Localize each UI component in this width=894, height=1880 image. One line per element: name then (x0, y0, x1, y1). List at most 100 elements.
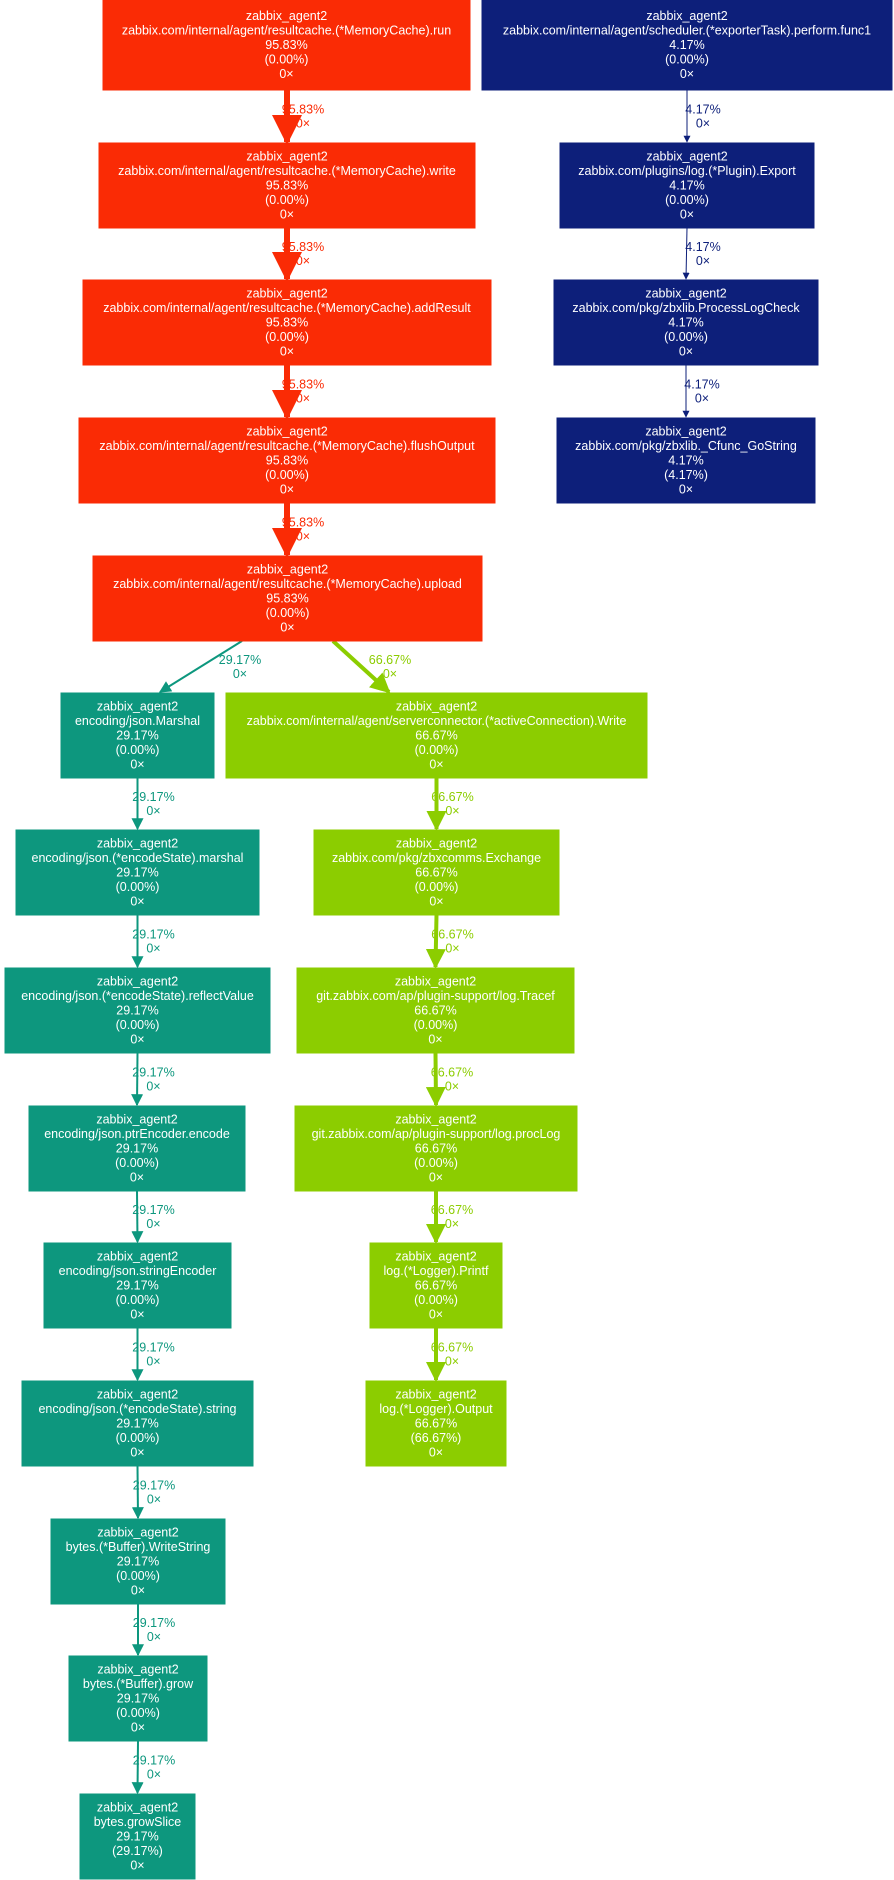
function-node-box (78, 417, 496, 504)
function-node[interactable]: zabbix_agent2zabbix.com/plugins/log.(*Pl… (559, 142, 815, 229)
edge-percent-label: 29.17% (133, 1616, 175, 1630)
function-node[interactable]: zabbix_agent2bytes.(*Buffer).grow29.17%(… (68, 1655, 208, 1742)
call-edge: 29.17%0× (131, 1465, 175, 1520)
function-node[interactable]: zabbix_agent2encoding/json.(*encodeState… (4, 967, 271, 1054)
function-node[interactable]: zabbix_agent2zabbix.com/internal/agent/s… (225, 692, 648, 779)
call-edge-line (131, 1190, 144, 1244)
node-count-label: 0× (280, 207, 294, 221)
function-node[interactable]: zabbix_agent2zabbix.com/pkg/zbxlib.Proce… (553, 279, 819, 366)
edge-count-label: 0× (233, 667, 247, 681)
function-node[interactable]: zabbix_agent2zabbix.com/internal/agent/r… (98, 142, 476, 229)
call-edge-line (131, 1465, 144, 1520)
edge-count-label: 0× (147, 1768, 161, 1782)
node-function-label: encoding/json.(*encodeState).string (38, 1402, 236, 1416)
function-node[interactable]: zabbix_agent2log.(*Logger).Output66.67%(… (365, 1380, 507, 1467)
edge-percent-label: 66.67% (369, 653, 411, 667)
function-node[interactable]: zabbix_agent2encoding/json.(*encodeState… (21, 1380, 254, 1467)
function-node[interactable]: zabbix_agent2git.zabbix.com/ap/plugin-su… (294, 1105, 578, 1192)
node-count-label: 0× (428, 1032, 442, 1046)
edge-percent-label: 29.17% (133, 1754, 175, 1768)
edge-percent-label: 29.17% (132, 1066, 174, 1080)
call-edge: 29.17%0× (131, 1190, 175, 1244)
node-flat-percent: (0.00%) (116, 1706, 160, 1720)
node-function-label: encoding/json.(*encodeState).reflectValu… (21, 989, 254, 1003)
function-node[interactable]: zabbix_agent2zabbix.com/internal/agent/r… (82, 279, 492, 366)
node-count-label: 0× (429, 894, 443, 908)
call-edge: 29.17%0× (132, 1604, 175, 1657)
function-node[interactable]: zabbix_agent2zabbix.com/internal/agent/r… (102, 0, 471, 91)
node-binary-label: zabbix_agent2 (97, 1525, 178, 1539)
edge-percent-label: 4.17% (685, 240, 720, 254)
node-count-label: 0× (280, 620, 294, 634)
call-edge: 66.67%0× (426, 1328, 473, 1382)
node-cum-percent: 4.17% (668, 315, 703, 329)
call-edge: 95.83%0× (272, 228, 324, 282)
edge-count-label: 0× (296, 530, 310, 544)
function-node-box (28, 1105, 246, 1192)
edge-percent-label: 95.83% (282, 378, 324, 392)
node-count-label: 0× (280, 482, 294, 496)
node-binary-label: zabbix_agent2 (247, 562, 328, 576)
function-node[interactable]: zabbix_agent2zabbix.com/internal/agent/s… (481, 0, 893, 91)
node-function-label: log.(*Logger).Printf (384, 1264, 489, 1278)
node-flat-percent: (0.00%) (115, 1156, 159, 1170)
function-node-box (225, 692, 648, 779)
node-count-label: 0× (429, 1307, 443, 1321)
node-count-label: 0× (130, 1307, 144, 1321)
node-function-label: bytes.(*Buffer).WriteString (66, 1540, 211, 1554)
function-node[interactable]: zabbix_agent2zabbix.com/internal/agent/r… (78, 417, 496, 504)
node-cum-percent: 66.67% (415, 1141, 457, 1155)
edge-percent-label: 95.83% (282, 516, 324, 530)
function-node[interactable]: zabbix_agent2encoding/json.Marshal29.17%… (60, 692, 215, 779)
node-binary-label: zabbix_agent2 (97, 1800, 178, 1814)
function-node[interactable]: zabbix_agent2zabbix.com/pkg/zbxlib._Cfun… (556, 417, 816, 504)
call-edge: 95.83%0× (272, 365, 324, 420)
node-flat-percent: (0.00%) (665, 193, 709, 207)
node-cum-percent: 95.83% (266, 453, 308, 467)
call-edge: 66.67%0× (425, 914, 474, 969)
node-binary-label: zabbix_agent2 (395, 1249, 476, 1263)
node-count-label: 0× (130, 1170, 144, 1184)
node-cum-percent: 29.17% (116, 1416, 158, 1430)
function-node[interactable]: zabbix_agent2zabbix.com/pkg/zbxcomms.Exc… (313, 829, 560, 916)
node-cum-percent: 95.83% (265, 38, 307, 52)
function-node-box (21, 1380, 254, 1467)
function-node[interactable]: zabbix_agent2encoding/json.stringEncoder… (43, 1242, 232, 1329)
node-cum-percent: 66.67% (415, 865, 457, 879)
function-node[interactable]: zabbix_agent2log.(*Logger).Printf66.67%(… (369, 1242, 503, 1329)
node-binary-label: zabbix_agent2 (395, 1112, 476, 1126)
function-node[interactable]: zabbix_agent2git.zabbix.com/ap/plugin-su… (296, 967, 575, 1054)
node-binary-label: zabbix_agent2 (395, 1387, 476, 1401)
edge-count-label: 0× (146, 1355, 160, 1369)
node-function-label: zabbix.com/internal/agent/resultcache.(*… (118, 164, 456, 178)
edge-count-label: 0× (296, 392, 310, 406)
call-edge: 29.17%0× (131, 1740, 175, 1795)
node-flat-percent: (0.00%) (414, 1156, 458, 1170)
function-node[interactable]: zabbix_agent2encoding/json.(*encodeState… (15, 829, 260, 916)
function-node-box (43, 1242, 232, 1329)
function-node-box (102, 0, 471, 91)
function-node[interactable]: zabbix_agent2encoding/json.ptrEncoder.en… (28, 1105, 246, 1192)
node-cum-percent: 95.83% (266, 178, 308, 192)
edge-percent-label: 29.17% (133, 1479, 175, 1493)
edge-percent-label: 95.83% (282, 240, 324, 254)
node-cum-percent: 29.17% (116, 1829, 158, 1843)
edges-layer: 95.83%0×95.83%0×95.83%0×95.83%0×29.17%0×… (131, 90, 721, 1795)
edge-percent-label: 66.67% (431, 1203, 473, 1217)
node-binary-label: zabbix_agent2 (97, 974, 178, 988)
function-node[interactable]: zabbix_agent2bytes.(*Buffer).WriteString… (50, 1518, 226, 1605)
function-node[interactable]: zabbix_agent2zabbix.com/internal/agent/r… (92, 555, 483, 642)
edge-count-label: 0× (695, 392, 709, 406)
call-edge: 66.67%0× (426, 1191, 473, 1244)
function-node[interactable]: zabbix_agent2bytes.growSlice29.17%(29.17… (79, 1793, 196, 1880)
function-node-box (553, 279, 819, 366)
function-node-box (92, 555, 483, 642)
node-cum-percent: 29.17% (116, 865, 158, 879)
node-count-label: 0× (131, 1720, 145, 1734)
node-count-label: 0× (429, 1170, 443, 1184)
call-edge-line (131, 1052, 144, 1107)
node-count-label: 0× (279, 67, 293, 81)
node-binary-label: zabbix_agent2 (645, 424, 726, 438)
call-edge: 66.67%0× (426, 778, 474, 831)
node-count-label: 0× (130, 1032, 144, 1046)
